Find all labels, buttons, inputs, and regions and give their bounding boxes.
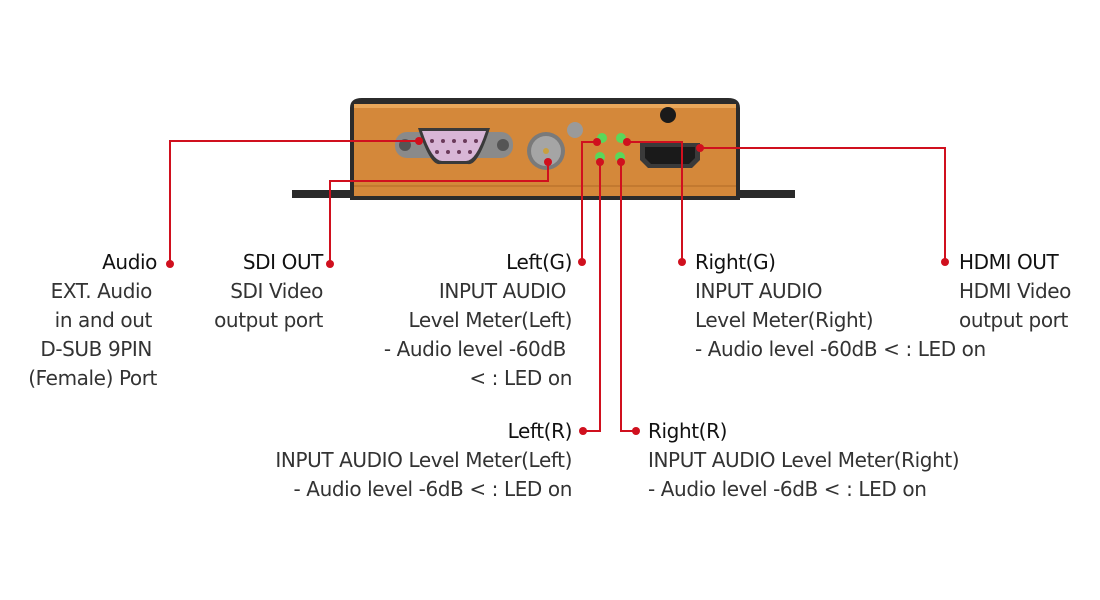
desc-line: (Female) Port	[28, 366, 157, 390]
desc-line: EXT. Audio	[50, 279, 153, 303]
wire-right-g	[627, 141, 683, 262]
desc-line: INPUT AUDIO Level Meter(Left)	[275, 448, 572, 472]
desc-line: Level Meter(Right)	[695, 308, 874, 332]
callout-title: HDMI OUT	[959, 250, 1059, 274]
wire-sdi	[329, 162, 549, 264]
callout-title: Right(G)	[695, 250, 776, 274]
face-highlight	[354, 104, 736, 108]
callout-title: Left(G)	[506, 250, 572, 274]
desc-line: - Audio level -6dB < : LED on	[648, 477, 927, 501]
callout-title: Audio	[102, 250, 157, 274]
wire-hdmi	[700, 147, 946, 262]
callout-title: SDI OUT	[242, 250, 324, 274]
sdi-bnc-port	[527, 122, 583, 170]
desc-line: INPUT AUDIO	[438, 279, 567, 303]
desc-line: - Audio level -6dB < : LED on	[293, 477, 573, 501]
callout-title: Right(R)	[648, 419, 727, 443]
hdmi-port	[640, 143, 700, 168]
callout-wires	[169, 140, 946, 432]
desc-line: D-SUB 9PIN	[40, 337, 152, 361]
wire-left-r	[583, 162, 601, 432]
wire-audio	[169, 140, 419, 264]
desc-line: < : LED on	[469, 366, 572, 390]
callout-left-r: Left(R) INPUT AUDIO Level Meter(Left) - …	[275, 417, 572, 504]
desc-line: in and out	[54, 308, 153, 332]
desc-line: HDMI Video	[959, 279, 1071, 303]
callout-left-g: Left(G) INPUT AUDIO Level Meter(Left) - …	[383, 248, 573, 393]
desc-line: - Audio level -60dB < : LED on	[695, 337, 986, 361]
callout-audio-desc: EXT. Audio in and out D-SUB 9PIN (Female…	[28, 277, 157, 393]
callout-right-g: Right(G) INPUT AUDIO Level Meter(Right) …	[695, 248, 986, 364]
desc-line: output port	[959, 308, 1068, 332]
desc-line: output port	[214, 308, 323, 332]
desc-line: Level Meter(Left)	[408, 308, 572, 332]
desc-line: SDI Video	[230, 279, 323, 303]
callout-hdmi-out: HDMI OUT HDMI Video output port	[959, 248, 1071, 335]
wire-left-g	[581, 141, 597, 262]
desc-line: INPUT AUDIO	[695, 279, 823, 303]
dsub-9pin-port	[395, 128, 513, 165]
desc-line: - Audio level -60dB	[383, 337, 567, 361]
callout-audio: Audio	[102, 248, 157, 277]
wire-right-r	[620, 162, 636, 432]
callout-sdi-out: SDI OUT SDI Video output port	[214, 248, 323, 335]
callout-title: Left(R)	[507, 419, 573, 443]
screw-hole	[660, 107, 676, 123]
callout-dots	[166, 137, 949, 435]
callout-right-r: Right(R) INPUT AUDIO Level Meter(Right) …	[648, 417, 960, 504]
desc-line: INPUT AUDIO Level Meter(Right)	[648, 448, 960, 472]
